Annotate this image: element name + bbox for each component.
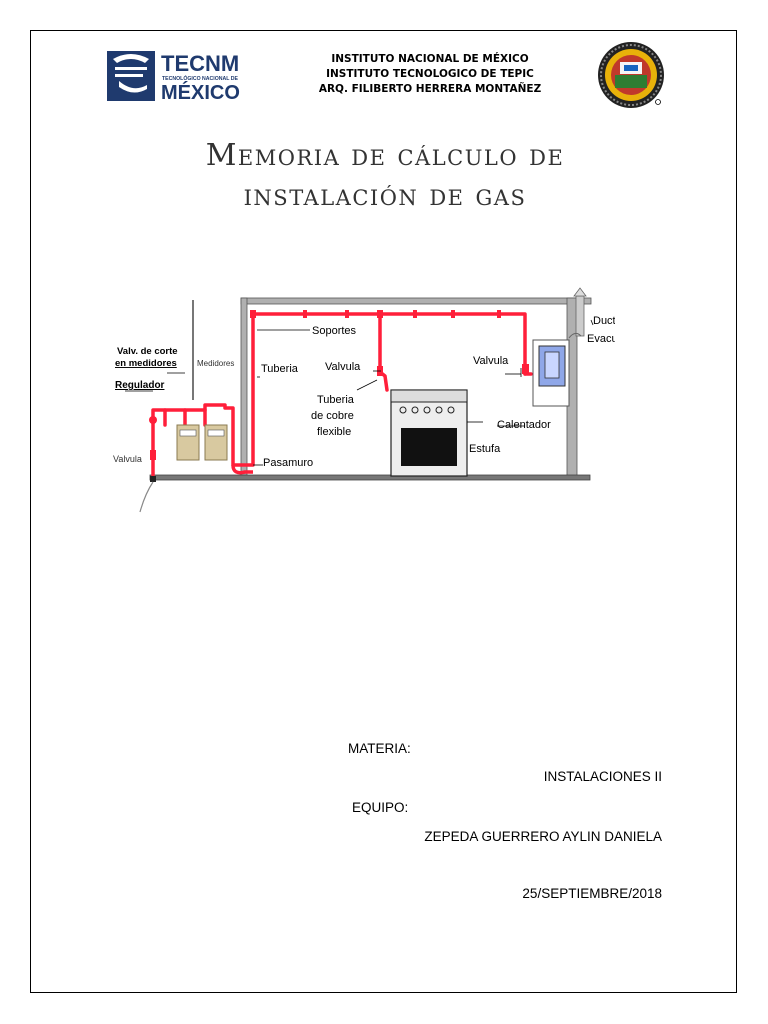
gas-meter-2 <box>204 424 228 461</box>
valve-left-icon <box>150 450 156 460</box>
label-medidores: Medidores <box>197 359 234 368</box>
gas-installation-diagram: Valv. de corte en medidores Medidores Re… <box>113 287 615 513</box>
label-ducto-1: Ducto de <box>593 315 615 327</box>
water-heater <box>532 339 570 407</box>
valve-right-icon <box>522 364 529 374</box>
tecnm-logo: TECNM TECNOLÓGICO NACIONAL DE MÉXICO <box>107 51 240 104</box>
materia-value: INSTALACIONES II <box>543 769 662 784</box>
document-title: Memoria de cálculo de instalación de gas <box>60 136 710 216</box>
gas-meter-1 <box>176 424 200 461</box>
logo-brand: TECNM <box>161 51 239 76</box>
roof-wall <box>240 297 592 305</box>
label-soportes: Soportes <box>312 325 357 337</box>
institute-seal <box>598 42 664 108</box>
header-line-3: ARQ. FILIBERTO HERRERA MONTAÑEZ <box>318 83 542 95</box>
label-tuberia-cobre-3: flexible <box>317 426 351 438</box>
label-valvula-left: Valvula <box>113 454 142 464</box>
exhaust-duct <box>568 287 587 339</box>
label-valvula-mid: Valvula <box>325 361 361 373</box>
label-regulador: Regulador <box>115 380 165 391</box>
base-block <box>150 476 156 482</box>
label-pasamuro: Pasamuro <box>263 457 313 469</box>
stove <box>390 389 468 477</box>
title-line-1: Memoria de cálculo de <box>205 138 565 173</box>
document-date: 25/SEPTIEMBRE/2018 <box>522 886 662 901</box>
label-tuberia: Tuberia <box>261 363 299 375</box>
materia-label: MATERIA: <box>348 741 411 756</box>
logo-subtitle: TECNOLÓGICO NACIONAL DE <box>162 74 239 82</box>
label-valv-corte-2: en medidores <box>115 358 177 369</box>
header-line-2: INSTITUTO TECNOLOGICO DE TEPIC <box>326 68 534 80</box>
pipe-supports <box>250 310 501 318</box>
label-ducto-2: Evacuacón <box>587 333 615 345</box>
floor <box>149 474 591 481</box>
header-line-1: INSTITUTO NACIONAL DE MÉXICO <box>331 53 529 65</box>
label-tuberia-cobre-2: de cobre <box>311 410 354 422</box>
regulator-icon <box>149 416 157 424</box>
equipo-value: ZEPEDA GUERRERO AYLIN DANIELA <box>424 829 662 844</box>
pasamuro-elbow <box>231 464 253 475</box>
label-valvula-right: Valvula <box>473 355 509 367</box>
label-calentador: Calentador <box>497 419 551 431</box>
inlet-line <box>139 481 154 513</box>
left-wall <box>240 297 248 479</box>
label-valv-corte-1: Valv. de corte <box>117 346 178 357</box>
institution-header: INSTITUTO NACIONAL DE MÉXICO INSTITUTO T… <box>300 52 560 97</box>
equipo-label: EQUIPO: <box>352 800 409 815</box>
label-estufa: Estufa <box>469 443 501 455</box>
logo-country: MÉXICO <box>161 81 240 104</box>
title-line-2: instalación de gas <box>243 178 527 213</box>
page-border <box>30 30 737 993</box>
label-tuberia-cobre-1: Tuberia <box>317 394 355 406</box>
